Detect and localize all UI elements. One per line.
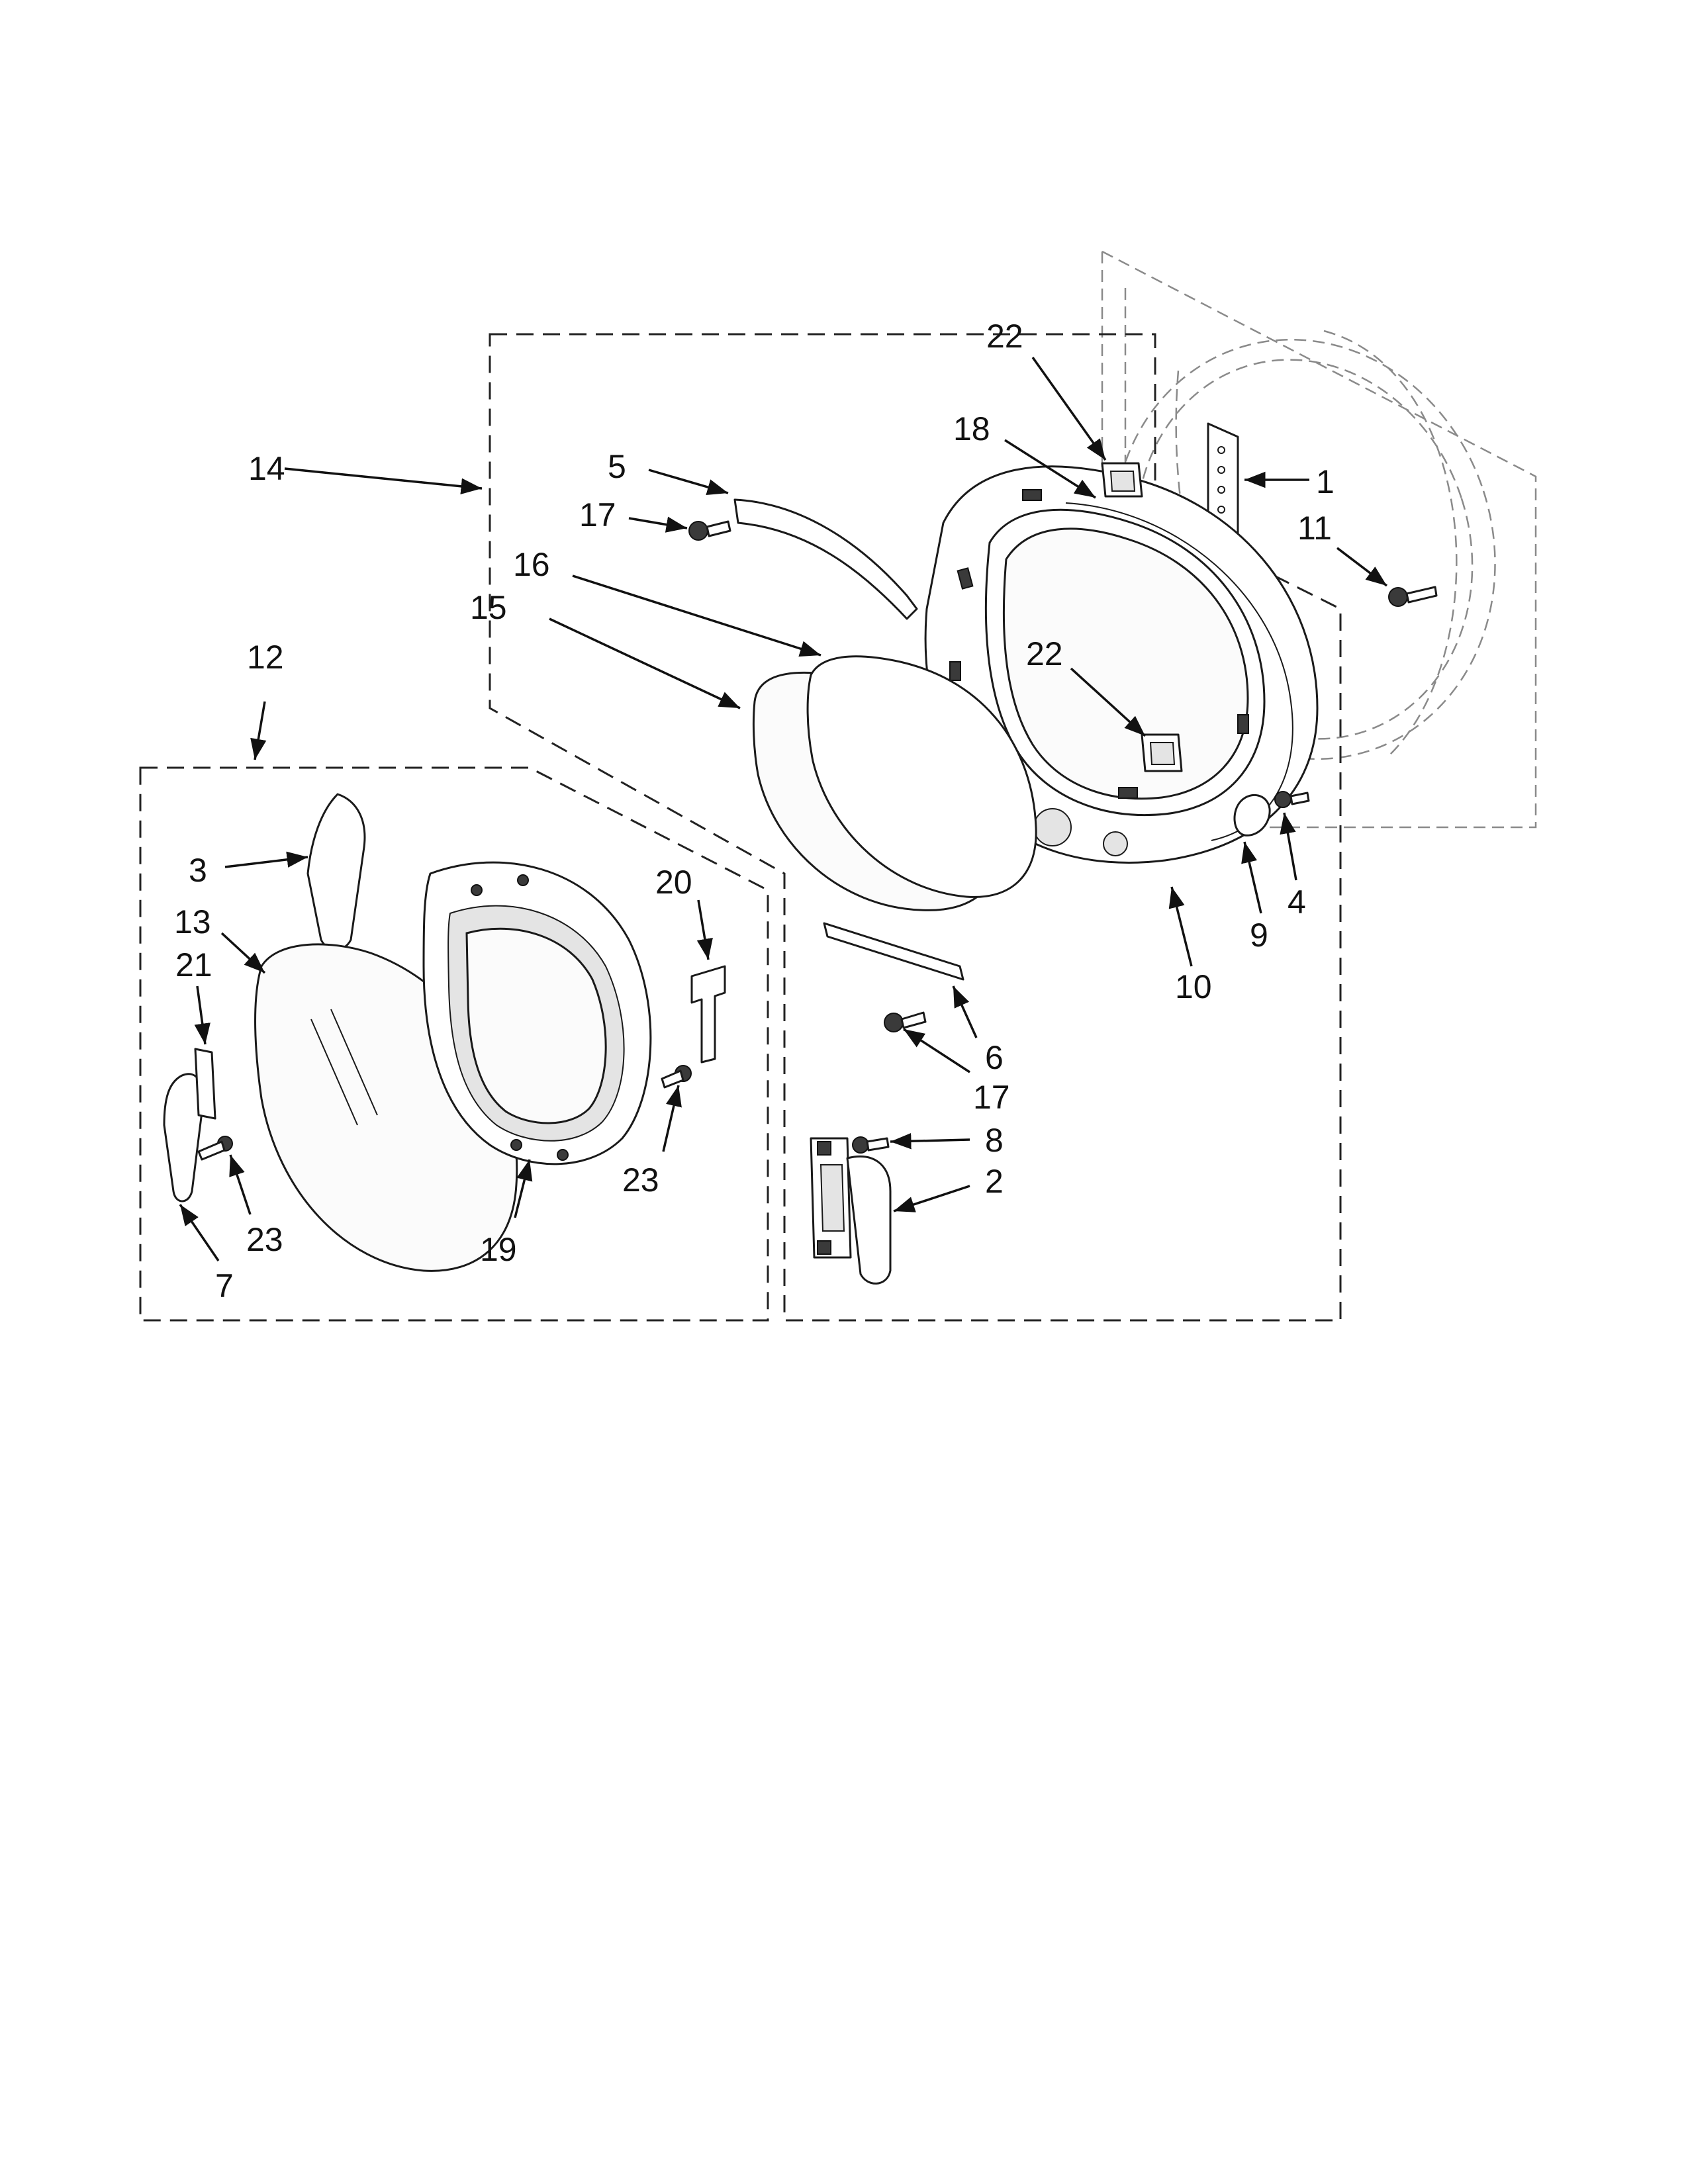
part-23-screw-right: [661, 1065, 692, 1089]
callout-8: 8: [985, 1122, 1004, 1159]
leader-lines: [179, 356, 1388, 1261]
part-1-hinge-bracket: [1207, 422, 1239, 537]
callout-13: 13: [174, 903, 211, 940]
part-20-strike-bracket: [690, 965, 726, 1064]
callout-12: 12: [247, 639, 284, 676]
group-14-boundary: [489, 333, 1342, 1322]
callout-21: 21: [175, 946, 212, 983]
part-11-screw: [1388, 586, 1438, 607]
callout-9: 9: [1250, 917, 1268, 954]
callout-22-lower: 22: [1026, 635, 1063, 672]
callout-22-upper: 22: [986, 318, 1023, 355]
part-23-screw-left: [197, 1136, 233, 1161]
part-19-inner-door: [422, 861, 652, 1165]
callout-11: 11: [1297, 510, 1332, 547]
callout-2: 2: [985, 1163, 1004, 1200]
callout-5: 5: [608, 448, 626, 485]
callout-6: 6: [985, 1039, 1004, 1076]
callout-16: 16: [513, 546, 550, 583]
callout-23-left: 23: [246, 1221, 283, 1258]
callout-labels: 14 5 17 16 15 22 18 1 11 22 4 9 10 6 17 …: [174, 318, 1335, 1304]
part-9-hinge-plate: [1233, 794, 1271, 837]
callout-17-lower: 17: [973, 1079, 1010, 1116]
callout-20: 20: [655, 864, 692, 901]
callout-14: 14: [248, 450, 285, 487]
callout-23-right: 23: [622, 1161, 659, 1199]
callout-19: 19: [480, 1231, 517, 1268]
part-6-lower-strip: [823, 922, 964, 981]
part-21-handle-insert: [194, 1048, 216, 1120]
window-glare-line: [310, 1019, 358, 1126]
callout-1: 1: [1316, 463, 1335, 500]
part-16-seal-ring: [806, 655, 1037, 898]
part-8-screw: [852, 1136, 890, 1154]
part-2-latch-assembly: [810, 1137, 892, 1285]
part-5-upper-strip: [733, 498, 918, 620]
callout-10: 10: [1175, 968, 1212, 1005]
part-22-latch-lower: [1141, 733, 1183, 772]
part-22-latch-upper: [1101, 462, 1143, 498]
part-17-screw-upper: [688, 520, 731, 541]
callout-17-upper: 17: [579, 496, 616, 533]
callout-4: 4: [1288, 884, 1306, 921]
callout-15: 15: [470, 589, 507, 626]
callout-3: 3: [189, 852, 207, 889]
group-12-boundary: [139, 766, 769, 1322]
part-17-screw-lower: [884, 1011, 927, 1032]
part-4-screw: [1274, 791, 1310, 808]
part-3-hinge-cover: [306, 793, 366, 951]
callout-7: 7: [215, 1267, 234, 1304]
callout-18: 18: [953, 410, 990, 447]
window-glare-line: [330, 1009, 378, 1116]
